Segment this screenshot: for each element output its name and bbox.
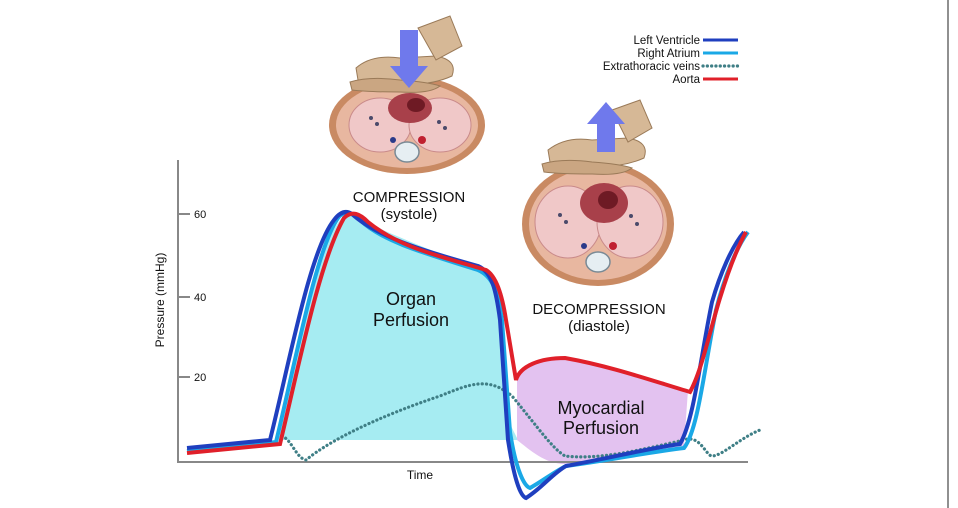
decompression-subtitle: (diastole) [568,318,630,335]
legend-item-extrathoracic-veins: Extrathoracic veins [603,61,740,73]
myocardial-perfusion-region [517,357,688,464]
chest-cross-section-expanded [522,162,674,286]
up-arrow-icon [587,102,625,152]
hands-releasing [541,99,653,175]
compression-title: COMPRESSION [353,189,466,206]
decompression-illustration: DECOMPRESSION (diastole) [522,99,674,335]
chest-cross-section-compressed [329,76,485,174]
extrathoracic-veins-curve [280,382,762,462]
legend-label: Aorta [673,74,701,86]
decompression-title: DECOMPRESSION [532,301,665,318]
legend: Left Ventricle Right Atrium Extrathoraci… [603,35,740,86]
organ-perfusion-label-line2: Perfusion [373,310,449,330]
x-axis: Time [177,461,748,482]
organ-perfusion-label-line1: Organ [386,289,436,309]
legend-item-aorta: Aorta [673,74,738,86]
legend-label: Left Ventricle [634,35,700,47]
x-axis-label: Time [407,468,434,482]
y-tick-label-20: 20 [194,372,206,384]
legend-label: Right Atrium [637,48,700,60]
compression-subtitle: (systole) [381,206,438,223]
compression-illustration: COMPRESSION (systole) [329,15,485,223]
y-tick-label-60: 60 [194,209,206,221]
legend-label: Extrathoracic veins [603,61,700,73]
down-arrow-icon [390,30,428,88]
hands-compressing [349,15,463,93]
y-axis: 60 40 20 Pressure (mmHg) [153,160,206,462]
y-tick-label-40: 40 [194,292,206,304]
legend-item-left-ventricle: Left Ventricle [634,35,738,47]
y-axis-label: Pressure (mmHg) [153,253,167,348]
pressure-plot: 60 40 20 Pressure (mmHg) Time Organ Perf… [153,160,762,501]
myocardial-perfusion-label-line2: Perfusion [563,418,639,438]
left-ventricle-curve [186,210,746,501]
aorta-curve [186,211,748,455]
legend-item-right-atrium: Right Atrium [637,48,738,60]
organ-perfusion-region [278,214,518,440]
myocardial-perfusion-label-line1: Myocardial [557,398,644,418]
